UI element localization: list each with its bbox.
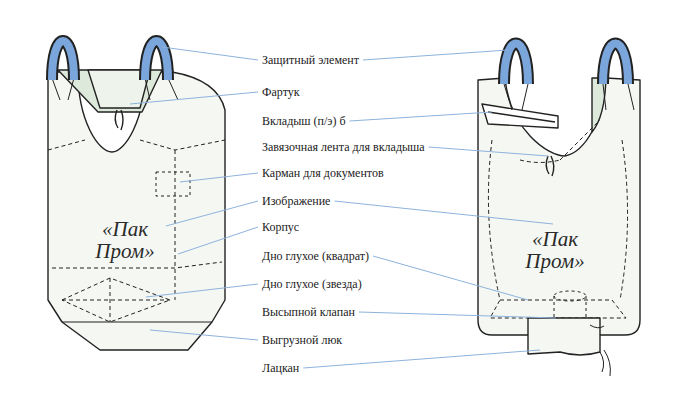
part-label: Дно глухое (звезда): [262, 276, 362, 292]
part-label: Лацкан: [262, 360, 299, 376]
logo-text: «Пак Пром»: [520, 228, 590, 272]
handle: [52, 41, 168, 80]
part-label: Карман для документов: [262, 165, 384, 181]
leader-line: [180, 173, 258, 182]
part-label: Корпус: [262, 219, 299, 235]
part-label: Дно глухое (квадрат): [262, 248, 369, 264]
pocket: [156, 172, 190, 196]
strap: [504, 84, 634, 110]
part-label: Выгрузной люк: [262, 332, 342, 348]
leader-line: [303, 350, 540, 368]
part-label: Высыпной клапан: [262, 304, 355, 320]
part-label: Завязочная лента для вкладыша: [262, 139, 425, 155]
inner-green: [592, 78, 606, 132]
handle: [504, 44, 628, 85]
lapel: [528, 318, 600, 355]
handle-outline: [504, 44, 628, 85]
tie: [546, 156, 554, 176]
leader-line: [363, 50, 508, 60]
logo-text: «Пак Пром»: [90, 218, 160, 262]
bag-body: [48, 72, 225, 350]
leader-line: [162, 47, 258, 60]
part-label: Защитный элемент: [262, 52, 359, 68]
bag-body: [478, 78, 640, 335]
leader-line: [146, 284, 258, 297]
tie: [590, 325, 610, 376]
leader-line: [429, 147, 548, 156]
bottom-line: [62, 322, 212, 323]
leader-line: [373, 256, 528, 300]
tie: [115, 110, 123, 130]
right-bag: [478, 44, 640, 377]
strap: [52, 78, 178, 100]
part-label: Вкладыш (п/э) б: [262, 113, 346, 129]
leader-line: [334, 201, 553, 224]
leader-line: [350, 112, 492, 121]
leader-line: [166, 201, 258, 226]
liner: [482, 104, 558, 128]
part-label: Фартук: [262, 84, 300, 100]
handle-outline: [52, 41, 168, 80]
leader-line: [178, 227, 258, 254]
leader-line: [150, 330, 258, 340]
leader-line: [130, 92, 258, 104]
part-label: Изображение: [262, 193, 330, 209]
leader-line: [359, 312, 556, 318]
left-bag: [48, 41, 225, 350]
seam: [48, 140, 225, 322]
